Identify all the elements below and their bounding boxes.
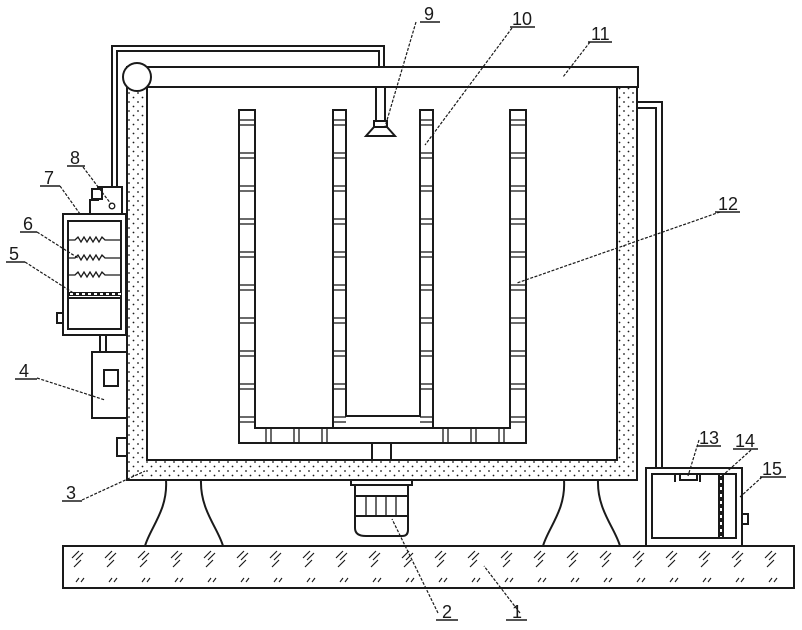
hinge-roller <box>122 62 152 92</box>
svg-text:12: 12 <box>718 194 738 214</box>
label-2: 2 <box>436 602 458 622</box>
svg-text:13: 13 <box>699 428 719 448</box>
label-9: 9 <box>420 4 440 24</box>
svg-text:4: 4 <box>19 361 29 381</box>
svg-text:3: 3 <box>66 483 76 503</box>
svg-text:7: 7 <box>44 168 54 188</box>
svg-text:10: 10 <box>512 9 532 29</box>
label-5: 5 <box>6 244 25 264</box>
fan <box>89 186 123 215</box>
label-13: 13 <box>697 428 721 448</box>
svg-text:15: 15 <box>762 459 782 479</box>
svg-text:9: 9 <box>424 4 434 24</box>
rack-shaft <box>371 442 392 461</box>
drain-pipe <box>638 101 663 468</box>
label-3: 3 <box>62 483 82 503</box>
label-14: 14 <box>733 431 758 451</box>
svg-text:14: 14 <box>735 431 755 451</box>
connector-pipe <box>99 335 107 352</box>
label-7: 7 <box>40 168 60 188</box>
svg-text:5: 5 <box>9 244 19 264</box>
support-legs <box>144 479 621 547</box>
label-11: 11 <box>588 24 612 44</box>
svg-text:8: 8 <box>70 148 80 168</box>
label-6: 6 <box>20 214 37 234</box>
rack-assembly <box>238 109 527 461</box>
callout-labels: 1 2 3 4 5 6 7 8 <box>6 4 786 622</box>
label-1: 1 <box>506 602 527 622</box>
top-cover <box>126 66 639 88</box>
rack-frame <box>238 109 527 444</box>
filter-box <box>56 213 127 336</box>
water-tank <box>645 467 749 547</box>
label-12: 12 <box>715 194 740 214</box>
label-4: 4 <box>15 361 37 381</box>
leader-lines <box>24 21 763 614</box>
svg-text:11: 11 <box>591 24 610 44</box>
motor <box>350 479 413 537</box>
control-box <box>91 351 128 457</box>
label-8: 8 <box>67 148 85 168</box>
label-10: 10 <box>510 9 535 29</box>
svg-text:2: 2 <box>442 602 452 622</box>
return-pipe <box>111 45 385 187</box>
svg-text:1: 1 <box>512 602 522 622</box>
spray-nozzle <box>363 86 398 137</box>
label-15: 15 <box>760 459 786 479</box>
base <box>62 545 795 589</box>
svg-text:6: 6 <box>23 214 33 234</box>
